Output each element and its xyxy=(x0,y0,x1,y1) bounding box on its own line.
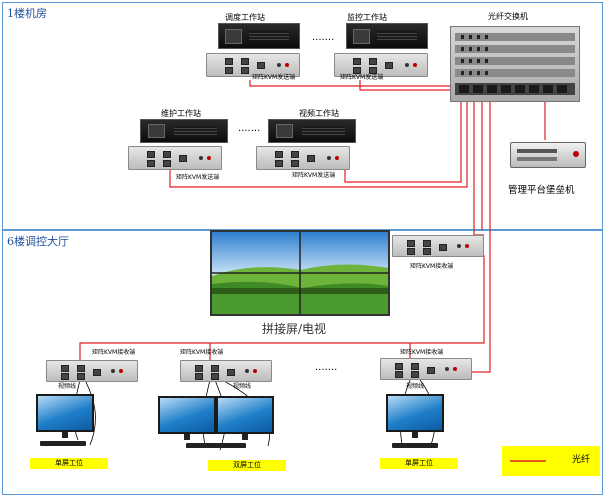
label-video-wall: 拼接屏/电视 xyxy=(262,322,327,336)
label-kvm-sender-2: 矩阵KVM发送端 xyxy=(340,74,384,81)
monitor-single-3 xyxy=(386,394,444,432)
label-kvm-sender-3: 矩阵KVM发送端 xyxy=(176,174,220,181)
label-single-position-1: 单屏工位 xyxy=(30,458,108,469)
label-dispatch-ws: 调度工作站 xyxy=(225,13,265,22)
ellipsis-top: ······· xyxy=(312,35,335,46)
mgmt-server xyxy=(510,142,586,168)
label-dual-position: 双屏工位 xyxy=(208,460,286,471)
kvm-receiver-3 xyxy=(380,358,472,380)
label-maint-ws: 维护工作站 xyxy=(161,109,201,118)
label-cable-3: 视频线 xyxy=(406,383,425,390)
fiber-switch xyxy=(450,26,580,102)
kvm-receiver-wall xyxy=(392,235,484,257)
fiber-monitor xyxy=(359,80,455,91)
label-monitor-ws: 监控工作站 xyxy=(347,13,387,22)
kvm-sender-video xyxy=(256,146,350,170)
fiber-receivers xyxy=(79,255,485,360)
fiber-video xyxy=(344,100,462,183)
label-single-position-2: 单屏工位 xyxy=(380,458,458,469)
label-fiber-switch: 光纤交换机 xyxy=(488,12,528,21)
fiber-maint xyxy=(169,100,468,188)
legend: 光纤 xyxy=(502,446,600,476)
label-kvm-sender-4: 矩阵KVM发送端 xyxy=(292,172,336,179)
monitor-workstation xyxy=(346,23,428,49)
label-cable-2: 视频线 xyxy=(233,383,252,390)
video-workstation xyxy=(268,119,356,143)
label-cable-1: 视频线 xyxy=(58,383,77,390)
kvm-sender-maint xyxy=(128,146,222,170)
ellipsis-mid: ······· xyxy=(238,126,261,137)
monitor-dual-right xyxy=(216,396,274,434)
zone-floor6-label: 6楼调控大厅 xyxy=(7,235,69,248)
kvm-sender-dispatch xyxy=(206,53,300,77)
ellipsis-bottom: ······· xyxy=(315,365,338,376)
kvm-receiver-1 xyxy=(46,360,138,382)
zone-floor1-label: 1楼机房 xyxy=(7,7,47,20)
fiber-right-loop xyxy=(470,100,491,373)
label-mgmt-server: 管理平台堡垒机 xyxy=(508,185,575,196)
monitor-single-1 xyxy=(36,394,94,432)
monitor-dual-left xyxy=(158,396,216,434)
label-kvm-receiver-2: 矩阵KVM接收端 xyxy=(180,349,224,356)
label-kvm-receiver-wall: 矩阵KVM接收端 xyxy=(410,263,454,270)
maintenance-workstation xyxy=(140,119,228,143)
zone-floor1: 1楼机房 xyxy=(2,2,603,230)
keyboard-3 xyxy=(392,443,438,448)
dispatch-workstation xyxy=(218,23,300,49)
label-kvm-receiver-3: 矩阵KVM接收端 xyxy=(400,349,444,356)
label-kvm-sender-1: 矩阵KVM发送端 xyxy=(252,74,296,81)
legend-fiber-label: 光纤 xyxy=(572,455,591,465)
kvm-receiver-2 xyxy=(180,360,272,382)
label-kvm-receiver-1: 矩阵KVM接收端 xyxy=(92,349,136,356)
label-video-ws: 视频工作站 xyxy=(299,109,339,118)
keyboard-2 xyxy=(186,443,246,448)
kvm-sender-monitor xyxy=(334,53,428,77)
keyboard-1 xyxy=(40,441,86,446)
video-wall xyxy=(210,230,390,316)
